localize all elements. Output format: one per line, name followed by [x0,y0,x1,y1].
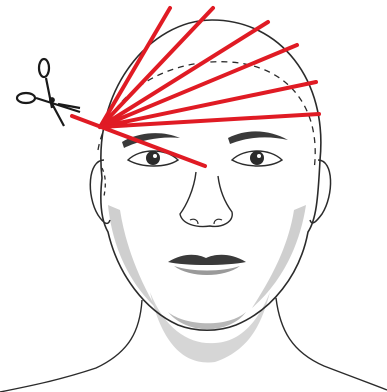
neck-left [0,300,142,392]
neck-right [276,298,387,390]
nostril-left [190,219,198,224]
nostril-right [214,219,222,224]
cutting-guide-lines [72,8,319,166]
guide-line-1 [100,8,170,127]
right-eyebrow [228,131,288,144]
nose [180,172,232,227]
hairline-dashed-lower [102,168,105,196]
left-ear [90,160,110,223]
guide-line-4 [100,45,297,127]
chin-shadow [168,312,246,329]
lower-lip [174,266,240,275]
right-eye [232,151,282,166]
upper-lip [168,255,246,265]
